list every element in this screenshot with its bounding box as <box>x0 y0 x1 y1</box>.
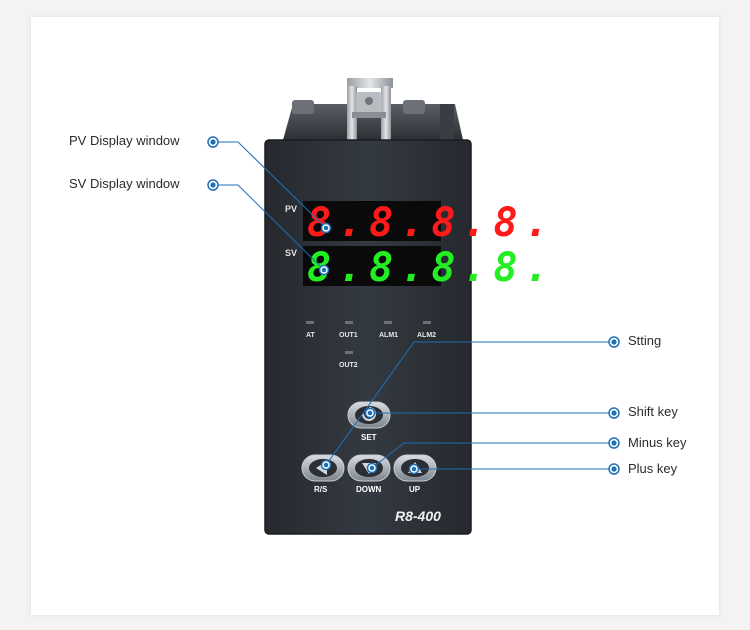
callout-line-setting <box>325 341 614 466</box>
set-key-label: SET <box>361 433 377 442</box>
led-alm2 <box>423 321 431 324</box>
callout-minus-key: Minus key <box>628 435 687 450</box>
model-name: R8-400 <box>395 508 441 524</box>
up-key-label: UP <box>409 485 421 494</box>
mounting-clip <box>347 78 393 142</box>
callout-pv-display: PV Display window <box>69 133 180 148</box>
rs-key-label: R/S <box>314 485 328 494</box>
led-out2 <box>345 351 353 354</box>
callout-setting: Stting <box>628 333 662 348</box>
callout-line-minus <box>371 442 614 469</box>
led-out1 <box>345 321 353 324</box>
callout-line-pv <box>213 141 327 229</box>
indicator-out1: OUT1 <box>339 332 358 339</box>
housing-top <box>283 100 463 140</box>
pv-label: PV <box>285 204 297 214</box>
callout-sv-display: SV Display window <box>69 176 180 191</box>
callout-line-sv <box>213 184 325 271</box>
down-key-label: DOWN <box>356 485 382 494</box>
pv-display-window <box>303 201 441 241</box>
callout-dots <box>207 136 620 475</box>
led-alm1 <box>384 321 392 324</box>
indicator-out2: OUT2 <box>339 362 358 369</box>
callout-lines <box>213 141 614 470</box>
indicator-leds <box>306 321 431 354</box>
indicator-alm2: ALM2 <box>417 332 436 339</box>
led-at <box>306 321 314 324</box>
callout-plus-key: Plus key <box>628 461 678 476</box>
indicator-at: AT <box>306 332 316 339</box>
sv-label: SV <box>285 248 297 258</box>
callout-shift-key: Shift key <box>628 404 678 419</box>
pv-digits: 8.8.8.8. <box>307 200 556 246</box>
indicator-alm1: ALM1 <box>379 332 398 339</box>
sv-digits: 8.8.8.8. <box>307 245 556 291</box>
